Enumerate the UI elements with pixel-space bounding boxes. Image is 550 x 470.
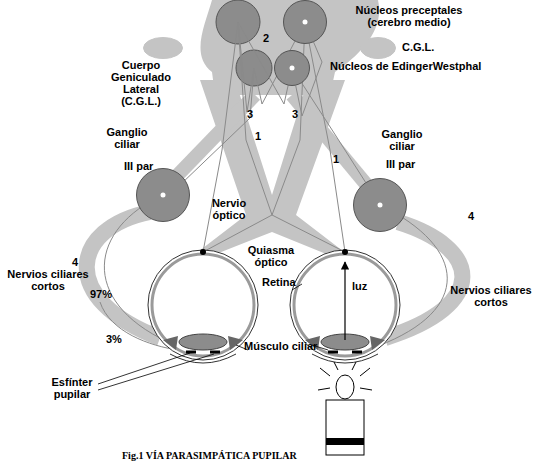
ciliary-muscle bbox=[163, 336, 178, 350]
pupil-sphincter bbox=[328, 351, 338, 354]
callout-number: 1 bbox=[255, 130, 261, 142]
cornea bbox=[170, 354, 236, 363]
ciliary-ganglion-outline bbox=[137, 169, 190, 222]
edinger-westphal-nucleus-outline bbox=[275, 51, 310, 86]
cornea bbox=[312, 354, 378, 363]
ciliary-muscle bbox=[370, 336, 385, 350]
ciliary-ganglion-shape bbox=[353, 178, 407, 232]
ciliary-ganglion-outline bbox=[354, 179, 407, 232]
nerve-label: Nervios ciliares cortos bbox=[444, 284, 538, 308]
connector-label: 3 bbox=[292, 108, 298, 120]
node-label: Ganglio ciliar bbox=[98, 126, 156, 150]
retina-point bbox=[342, 249, 348, 255]
pretectal-nucleus-shape bbox=[283, 0, 327, 44]
nerve-label: Nervios ciliares cortos bbox=[2, 268, 94, 292]
light-label: luz bbox=[352, 280, 367, 292]
geniculate-body-shape bbox=[360, 37, 396, 59]
cell-dot bbox=[378, 203, 383, 208]
retina-point bbox=[200, 249, 206, 255]
callout-number: 4 bbox=[468, 210, 474, 222]
left-eye bbox=[148, 249, 258, 363]
flashlight bbox=[318, 362, 372, 455]
node-label: Núcleos preceptales (cerebro medio) bbox=[350, 4, 468, 28]
geniculate-body-outline bbox=[361, 38, 396, 59]
node-label: C.G.L. bbox=[402, 41, 434, 53]
nerve-label: III par bbox=[124, 160, 153, 172]
cell-dot bbox=[161, 193, 166, 198]
oculomotor-nerve-band bbox=[168, 95, 255, 185]
neural-connector bbox=[302, 83, 366, 182]
pupil-sphincter bbox=[210, 351, 220, 354]
structure-label: Esfínter pupilar bbox=[42, 376, 102, 400]
callout-number: 1 bbox=[333, 153, 339, 165]
structure-label: Nervio óptico bbox=[205, 197, 253, 221]
cell-dot bbox=[290, 66, 295, 71]
pupil-sphincter bbox=[186, 351, 196, 354]
light-arrow bbox=[344, 262, 345, 340]
node-label: Cuerpo Geniculado Lateral (C.G.L.) bbox=[107, 59, 175, 107]
structure-label: Músculo ciliar bbox=[244, 340, 317, 352]
geniculate-body: Cuerpo Geniculado Lateral (C.G.L.) bbox=[143, 37, 183, 59]
pretectal-nucleus-outline bbox=[284, 1, 327, 44]
light-ray bbox=[318, 388, 330, 390]
geniculate-body-outline bbox=[144, 38, 183, 59]
light-bulb bbox=[336, 375, 354, 399]
callout-number: 3 bbox=[247, 108, 253, 120]
edinger-westphal-nucleus: Núcleos de EdingerWestphal bbox=[274, 50, 310, 86]
geniculate-body-shape bbox=[143, 37, 183, 59]
edinger-westphal-nucleus-shape bbox=[274, 50, 310, 86]
node-label: Ganglio ciliar bbox=[373, 128, 431, 152]
flashlight-band bbox=[326, 438, 364, 445]
light-ray bbox=[320, 368, 330, 376]
leader-line bbox=[98, 353, 190, 384]
light-ray bbox=[360, 388, 372, 390]
ciliary-ganglion: Ganglio ciliar bbox=[136, 168, 190, 222]
pretectal-nucleus: Núcleos preceptales (cerebro medio) bbox=[283, 0, 327, 44]
percentage-label: 3% bbox=[106, 333, 122, 345]
callout-number: 4 bbox=[72, 256, 78, 268]
ciliary-nerve-band bbox=[87, 212, 160, 338]
ciliary-ganglion-shape bbox=[136, 168, 190, 222]
figure-caption: Fig.1 VÍA PARASIMPÁTICA PUPILAR bbox=[122, 450, 297, 462]
leader-line bbox=[98, 354, 214, 390]
pupil-sphincter bbox=[352, 351, 362, 354]
lens bbox=[179, 334, 227, 350]
neural-fibre bbox=[238, 22, 345, 252]
optic-chiasm-band bbox=[190, 80, 352, 258]
eyeball bbox=[148, 250, 258, 360]
ciliary-ganglion: Ganglio ciliar bbox=[353, 178, 407, 232]
structure-label: Quiasma óptico bbox=[244, 244, 298, 268]
neural-fibre bbox=[305, 22, 345, 252]
geniculate-body: C.G.L. bbox=[360, 37, 396, 59]
node-label: Núcleos de EdingerWestphal bbox=[330, 60, 481, 72]
retina-layer bbox=[152, 254, 254, 356]
connector-label: III par bbox=[386, 158, 415, 170]
light-ray bbox=[334, 362, 338, 370]
ciliary-muscle bbox=[228, 336, 243, 350]
cell-dot bbox=[303, 20, 308, 25]
flashlight-body bbox=[326, 400, 364, 455]
callout-number: 2 bbox=[263, 32, 269, 44]
structure-label: Retina bbox=[262, 276, 296, 288]
light-ray bbox=[360, 368, 370, 376]
percentage-label: 97% bbox=[90, 288, 112, 300]
light-ray bbox=[352, 362, 356, 370]
